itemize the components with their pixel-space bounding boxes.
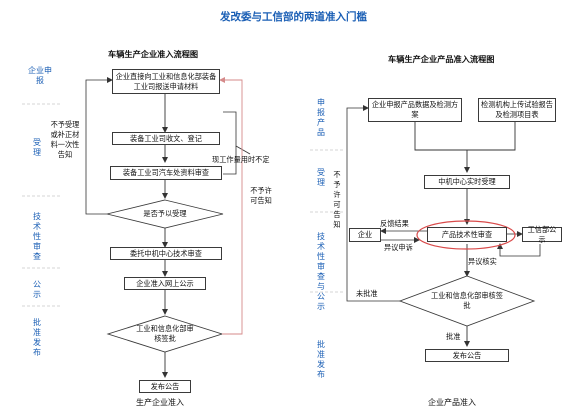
right-note-appeal: 异议申诉 xyxy=(384,243,413,252)
left-deny-line xyxy=(219,77,243,335)
left-lane-dividers xyxy=(22,103,60,307)
right-footer: 企业产品准入 xyxy=(428,398,476,407)
left-node-submit: 企业直接向工业和信息化部装备工业司报送申请材料 xyxy=(112,69,220,94)
right-node-approve: 工业和信息化部审核签批 xyxy=(431,291,503,310)
right-node-accept: 中机中心实时受理 xyxy=(424,175,510,189)
page-title: 发改委与工信部的两道准入门槛 xyxy=(220,11,367,23)
right-node-techreview: 产品技术性审查 xyxy=(427,227,507,242)
left-lane-publicity: 公示 xyxy=(33,280,41,299)
right-node-submit: 企业申报产品数据及检测方案 xyxy=(368,98,462,122)
left-lane-tech: 技术性审查 xyxy=(33,212,41,261)
left-node-approve: 工业和信息化部审核签批 xyxy=(136,324,194,343)
right-note-verify: 异议核实 xyxy=(468,257,497,266)
left-node-entrust: 委托中机中心技术审查 xyxy=(110,247,222,260)
left-node-online: 企业准入网上公示 xyxy=(124,277,206,290)
right-lane-publish: 批准发布 xyxy=(317,340,325,379)
right-node-miit: 工信部公示 xyxy=(522,225,562,244)
left-reject-loop xyxy=(85,77,113,215)
right-node-announce: 发布公告 xyxy=(425,349,509,362)
right-note-notapproved: 未批准 xyxy=(356,289,378,298)
left-note-time: 现工作量用时不定 xyxy=(212,155,270,164)
left-heading: 车辆生产企业准入流程图 xyxy=(108,49,199,59)
left-lane-accept: 受理 xyxy=(33,138,41,157)
right-heading: 车辆生产企业产品准入流程图 xyxy=(388,54,495,64)
right-approve-diamond xyxy=(398,275,536,327)
right-note-approved: 批准 xyxy=(446,332,461,341)
right-lane-accept: 受理 xyxy=(317,168,325,187)
right-lane-tech: 技术性审查与公示 xyxy=(317,232,325,311)
right-node-company: 企业 xyxy=(349,228,381,242)
left-node-review: 装备工业司汽车处资料审查 xyxy=(110,166,222,180)
techreview-highlight-ellipse xyxy=(416,220,516,250)
left-lane-apply: 企业申报 xyxy=(28,66,52,85)
right-node-upload: 检测机构上传试验报告及检测项目表 xyxy=(478,98,556,122)
left-note-deny: 不予许可告知 xyxy=(250,186,272,205)
left-node-decision: 是否予以受理 xyxy=(143,209,187,218)
right-note-deny: 不予许可告知 xyxy=(333,170,341,229)
right-lane-dividers xyxy=(310,149,345,293)
right-note-feedback: 反馈结果 xyxy=(380,219,409,228)
left-node-announce: 发布公告 xyxy=(139,380,191,393)
left-time-bracket xyxy=(223,111,251,175)
left-note-reject: 不予受理或补正材料一次性告知 xyxy=(50,120,80,159)
left-lane-publish: 批准发布 xyxy=(33,318,41,357)
right-lane-apply: 申报产品 xyxy=(317,98,325,137)
left-footer: 生产企业准入 xyxy=(136,398,184,407)
left-node-receive: 装备工业司收文、登记 xyxy=(112,132,220,145)
right-company-links xyxy=(380,228,427,243)
right-notapproved-loop xyxy=(346,105,400,302)
